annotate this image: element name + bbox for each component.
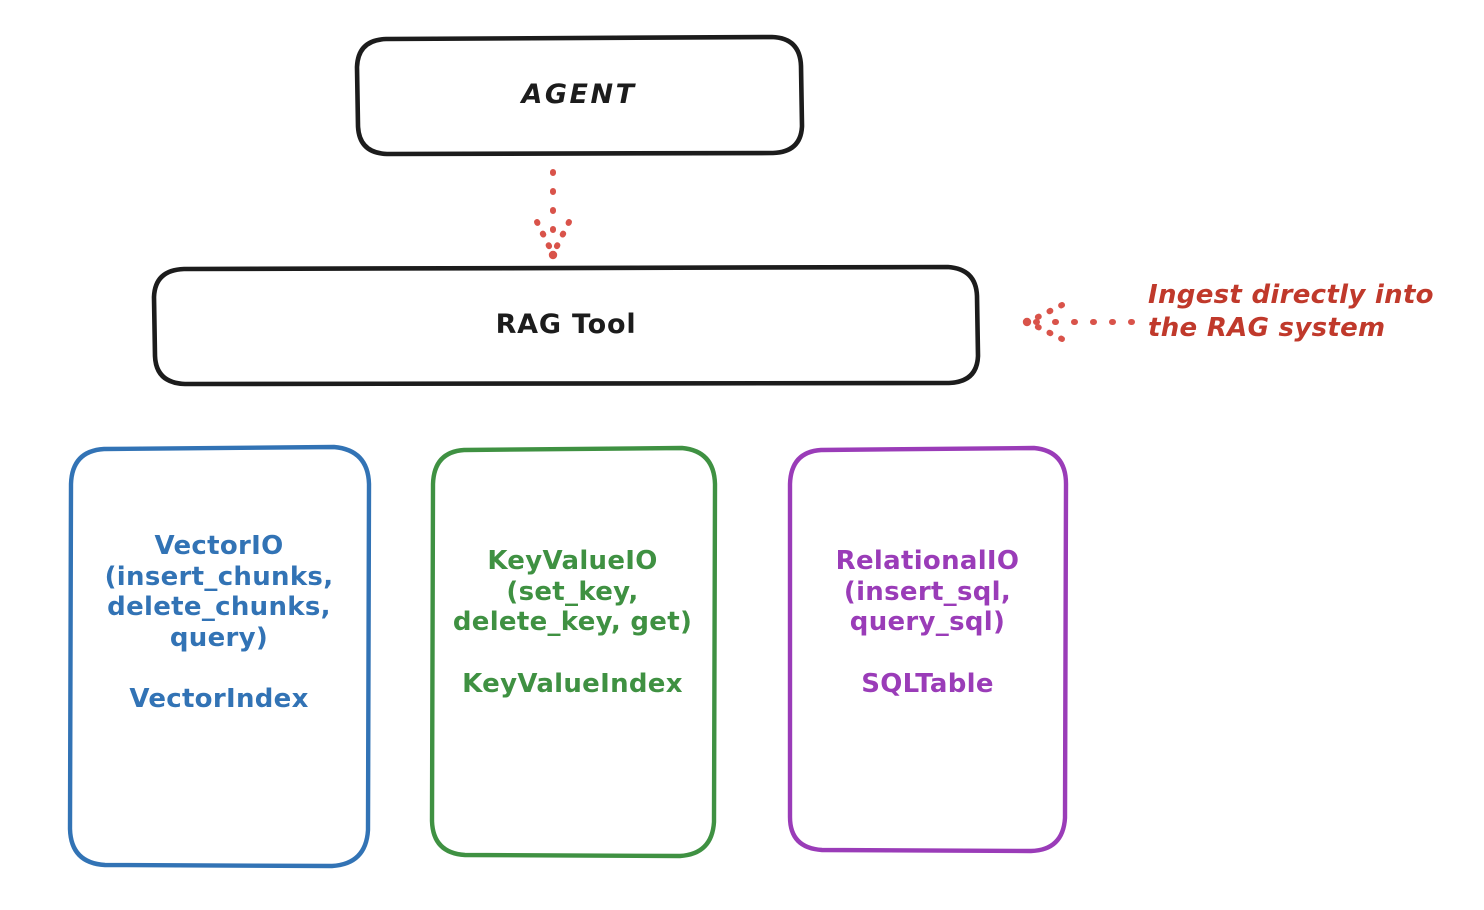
vector-io-node[interactable]: VectorIO (insert_chunks, delete_chunks, … — [69, 447, 369, 867]
key-value-io-label: KeyValueIO (set_key, delete_key, get) Ke… — [452, 546, 693, 699]
vector-io-label: VectorIO (insert_chunks, delete_chunks, … — [104, 531, 334, 715]
agent-to-rag-dotted-arrow — [534, 169, 572, 260]
rag-tool-node[interactable]: RAG Tool — [154, 266, 978, 384]
agent-label: AGENT — [521, 79, 637, 111]
relational-io-node[interactable]: RelationalIO (insert_sql, query_sql) SQL… — [789, 448, 1066, 852]
rag-tool-label: RAG Tool — [495, 309, 637, 341]
annotation-to-rag-dotted-arrow — [1022, 302, 1135, 342]
agent-node[interactable]: AGENT — [356, 36, 802, 154]
key-value-io-node[interactable]: KeyValueIO (set_key, delete_key, get) Ke… — [430, 448, 715, 858]
relational-io-label: RelationalIO (insert_sql, query_sql) SQL… — [835, 546, 1020, 699]
ingest-annotation: Ingest directly into the RAG system — [1148, 280, 1434, 344]
